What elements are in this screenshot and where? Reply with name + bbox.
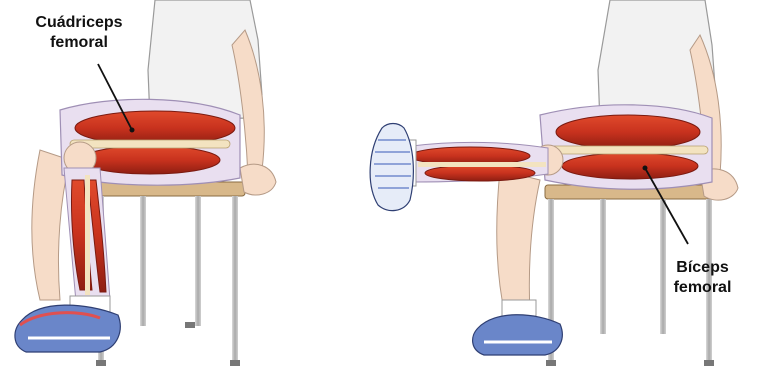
- biceps-pointer-dot: [643, 166, 648, 171]
- biceps-label: Bíceps femoral: [650, 258, 755, 298]
- quadriceps-label: Cuádriceps femoral: [14, 13, 144, 53]
- left-hand: [240, 164, 276, 195]
- right-shin: [410, 142, 548, 182]
- quadriceps-label-line2: femoral: [14, 33, 144, 53]
- biceps-label-line1: Bíceps: [650, 258, 755, 278]
- right-thigh: [540, 105, 712, 189]
- quadriceps-label-line1: Cuádriceps: [14, 13, 144, 33]
- quadriceps-pointer-dot: [130, 128, 135, 133]
- left-figure: [15, 0, 276, 366]
- right-femur: [548, 146, 708, 154]
- right-extended-shoe: [370, 124, 413, 211]
- left-femur: [70, 140, 230, 148]
- biceps-label-line2: femoral: [650, 278, 755, 298]
- biceps-muscle: [562, 153, 698, 179]
- right-support-shoe: [473, 315, 563, 355]
- right-figure: [370, 0, 738, 366]
